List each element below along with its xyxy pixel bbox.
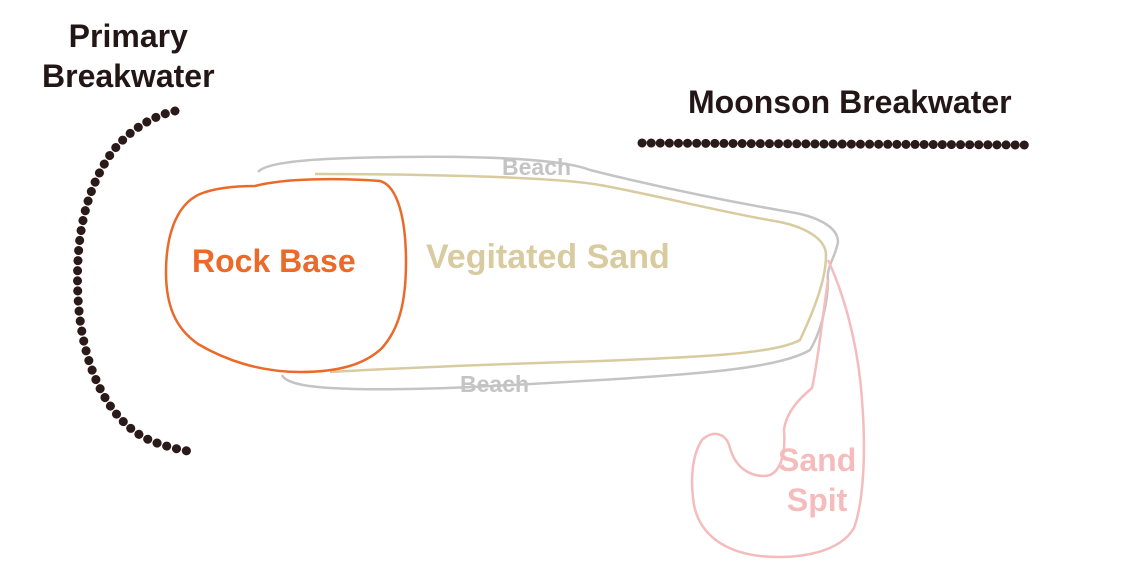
primary-breakwater-label-line1: Primary xyxy=(68,18,188,54)
monsoon-breakwater-label: Moonson Breakwater xyxy=(688,84,1012,120)
beach-outline xyxy=(257,155,840,391)
beach-top-label: Beach xyxy=(502,154,572,180)
sand-spit-label-line2: Spit xyxy=(786,482,848,518)
beach-bottom-label: Beach xyxy=(460,371,530,397)
sand-spit-outline xyxy=(690,259,866,559)
rock-base-outline xyxy=(164,177,408,374)
rock-base-label: Rock Base xyxy=(192,243,356,279)
monsoon-breakwater-line xyxy=(637,138,1031,150)
sand-spit-label-line1: Sand xyxy=(778,442,857,478)
primary-breakwater-label-line2: Breakwater xyxy=(42,58,215,94)
vegetated-sand-outline xyxy=(314,172,828,374)
primary-breakwater-line xyxy=(73,106,200,457)
vegetated-sand-label: Vegitated Sand xyxy=(426,238,670,276)
primary-breakwater-label: Primary Breakwater xyxy=(42,16,215,96)
sand-spit-label: Sand Spit xyxy=(778,440,856,520)
